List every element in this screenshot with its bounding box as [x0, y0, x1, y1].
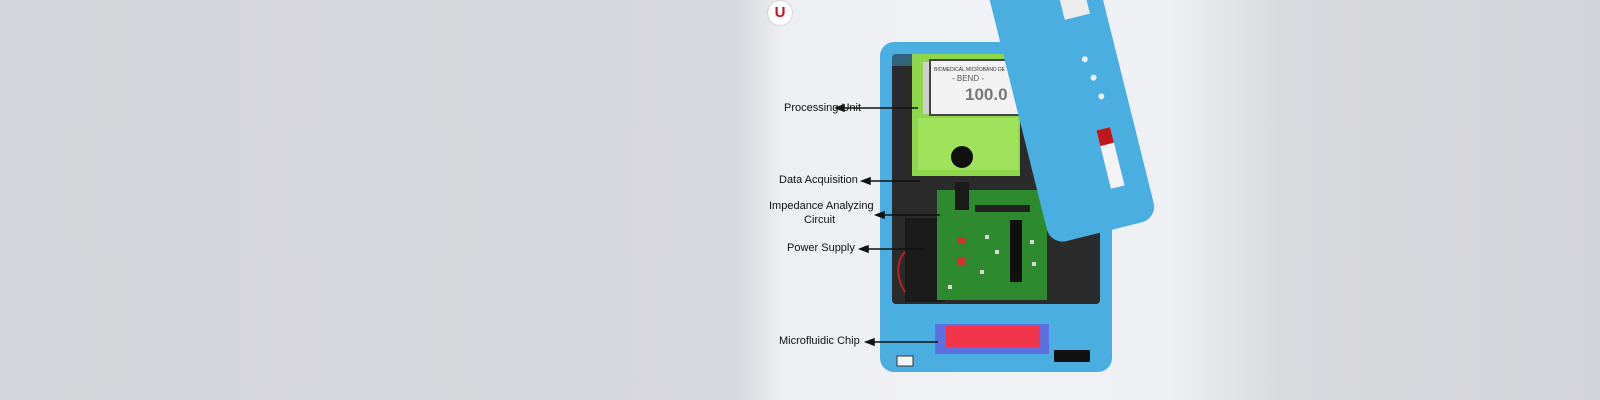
lcd-header: BIOMEDICAL MICROBAND DE — [934, 67, 1006, 73]
header-strip — [975, 205, 1030, 212]
university-logo: U — [768, 1, 792, 25]
label-power-supply: Power Supply — [787, 242, 855, 254]
label-processing-unit: Processing Unit — [784, 102, 862, 114]
potentiometer — [951, 146, 973, 168]
label-data-acquisition: Data Acquisition — [779, 174, 858, 186]
lcd-reading: 100.0 — [965, 85, 1008, 104]
microcontroller — [1010, 220, 1022, 282]
label-microfluidic-chip: Microfluidic Chip — [779, 335, 860, 347]
lcd-mode: - BEND - — [952, 74, 984, 83]
lcd-screen — [929, 59, 1026, 116]
usb-port — [896, 355, 914, 367]
microfluidic-chip — [946, 326, 1040, 347]
open-lid — [974, 0, 1155, 242]
label-impedance-line1: Impedance Analyzing — [769, 200, 874, 212]
label-impedance-line2: Circuit — [804, 214, 836, 226]
